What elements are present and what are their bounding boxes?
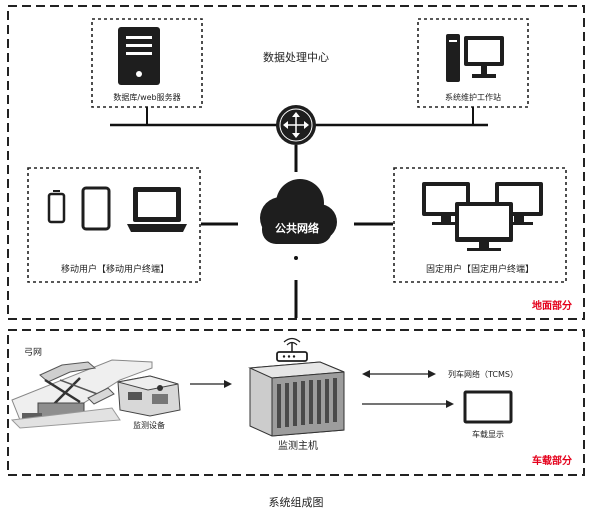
onboard-display-label: 车载显示: [472, 429, 504, 439]
onboard-display-icon: [463, 390, 513, 424]
pantograph-label: 弓网: [24, 347, 42, 358]
pantograph-illustration: [10, 359, 153, 429]
host-to-display-arrowhead: [446, 400, 454, 408]
tcms-arrowhead-left: [362, 370, 370, 378]
tcms-label: 列车网络（TCMS）: [448, 369, 518, 379]
monitor-device-label: 监测设备: [133, 420, 165, 430]
device-to-host-arrowhead: [224, 380, 232, 388]
db-server-label: 数据库/web服务器: [113, 92, 180, 102]
vehicle-section-label: 车载部分: [532, 454, 572, 467]
mobile-users-box: [27, 167, 201, 283]
data-center-title: 数据处理中心: [263, 50, 329, 64]
mobile-users-label: 移动用户【移动用户终端】: [61, 263, 169, 275]
cloud-label: 公共网络: [275, 221, 319, 235]
desktop-monitors-icon: [422, 182, 543, 251]
workstation-label: 系统维护工作站: [445, 92, 501, 102]
workstation-icon: [446, 34, 504, 82]
ground-section-label: 地面部分: [532, 299, 572, 312]
fixed-users-label: 固定用户【固定用户终端】: [426, 263, 534, 275]
router-icon: [276, 105, 316, 145]
monitoring-host-label: 监测主机: [278, 439, 318, 452]
tcms-arrowhead-right: [428, 370, 436, 378]
wifi-router-icon: [276, 337, 308, 362]
fixed-users-box: [393, 167, 567, 283]
vehicle-section-frame: [7, 329, 585, 476]
laptop-icon: [127, 187, 187, 232]
tablet-icon: [81, 186, 111, 231]
monitoring-host-icon: [248, 361, 345, 437]
phone-icon: [47, 190, 66, 224]
diagram-caption: 系统组成图: [269, 495, 324, 509]
ground-section-frame: [7, 5, 585, 320]
cloud-icon: [260, 179, 337, 244]
cloud-dot: [294, 256, 298, 260]
monitoring-device-icon: [117, 375, 181, 417]
server-icon: [118, 27, 160, 85]
